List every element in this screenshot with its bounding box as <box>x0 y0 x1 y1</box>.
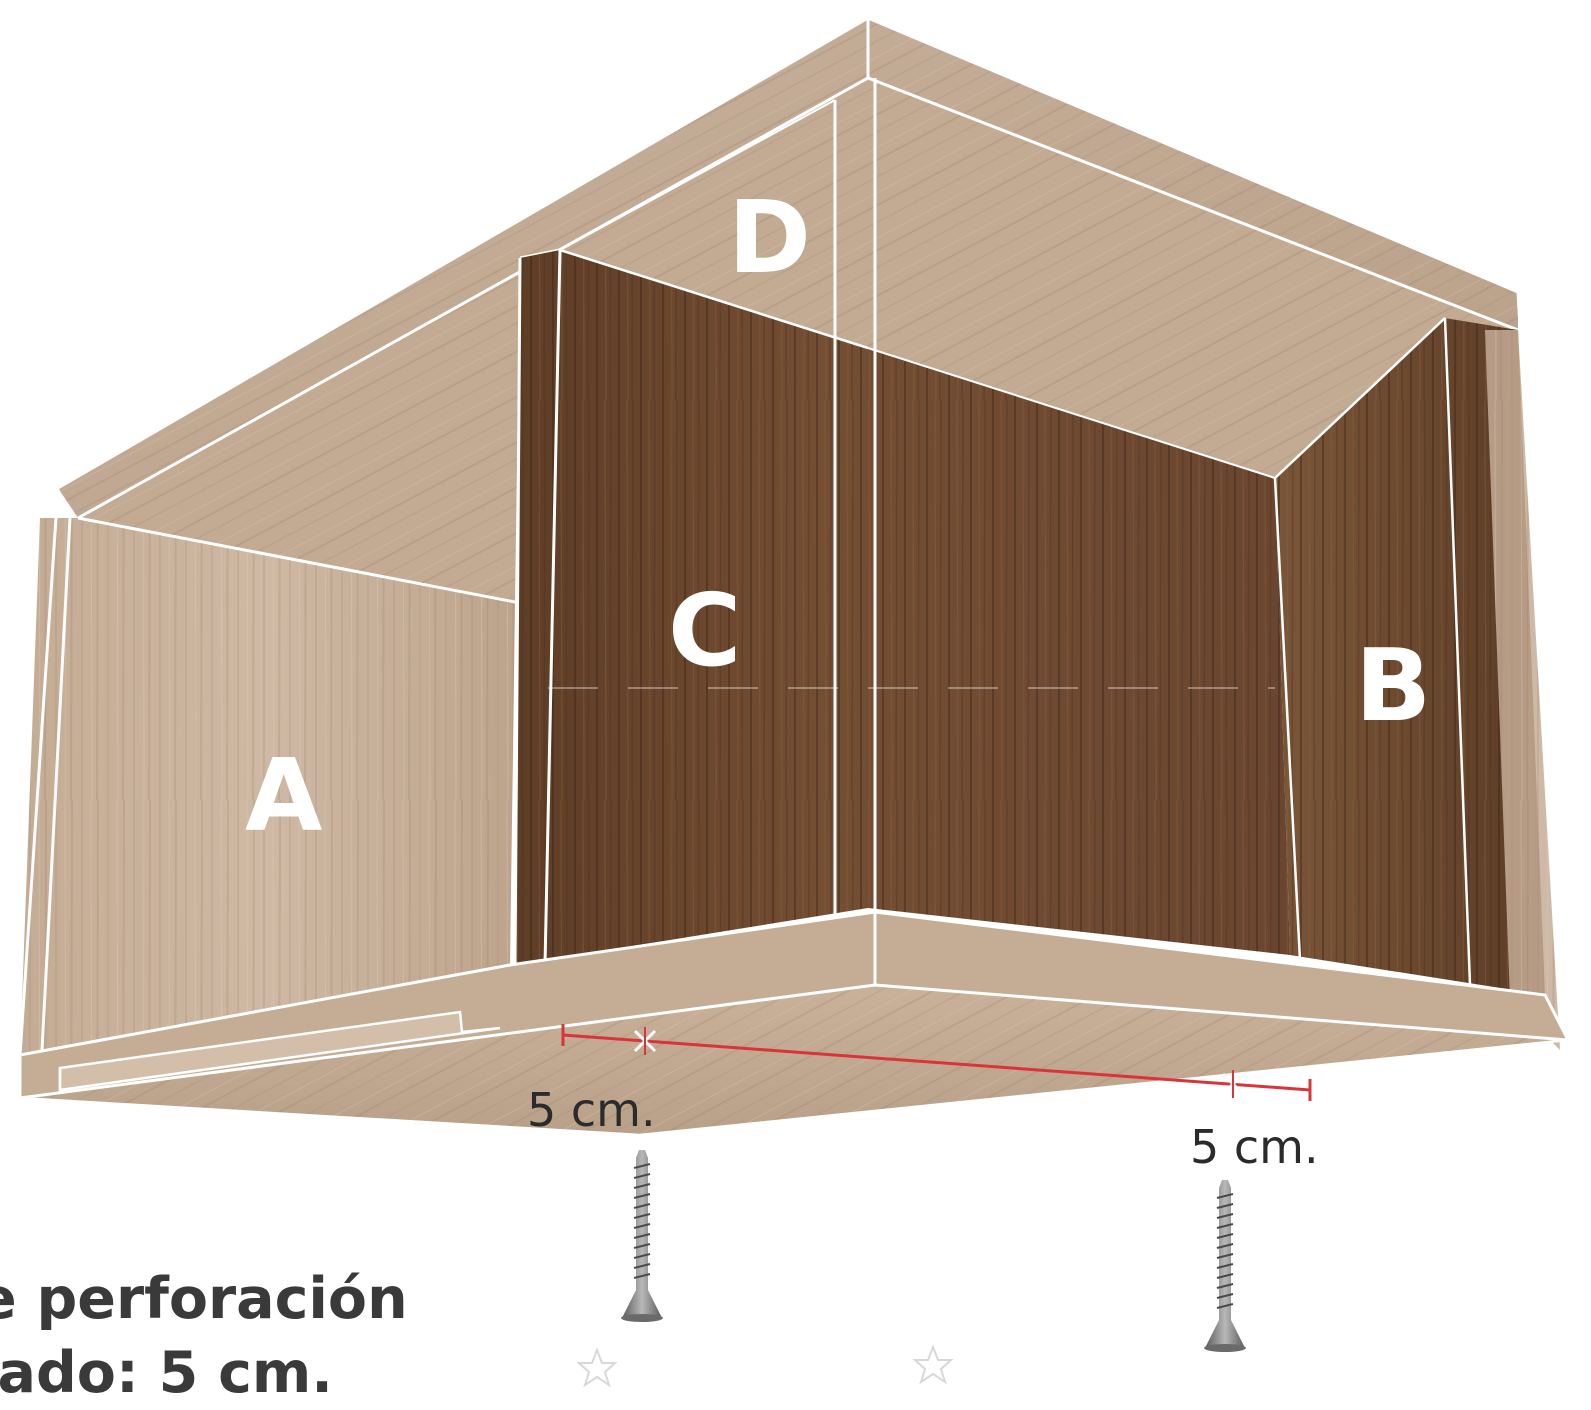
panel-bottom <box>18 910 1570 1137</box>
panel-label-a: A <box>245 737 322 854</box>
sparkle-icon <box>912 1344 954 1385</box>
measure-label-left: 5 cm. <box>527 1083 656 1137</box>
panel-b <box>1273 291 1562 1051</box>
measure-line <box>562 1033 1311 1092</box>
drilling-caption: e perforación lado: 5 cm. <box>0 1262 408 1410</box>
panel-label-d: D <box>728 179 811 296</box>
panel-c <box>513 78 1290 980</box>
drill-measurement: 5 cm. 5 cm. <box>527 1024 1319 1174</box>
wall-rail <box>58 1010 501 1092</box>
panel-d <box>57 16 1519 602</box>
screw-icon <box>1204 1180 1246 1352</box>
panel-a <box>18 487 516 1056</box>
panel-label-c: C <box>668 572 741 689</box>
screw-icon <box>621 1150 663 1322</box>
caption-line-1: e perforación <box>0 1266 408 1332</box>
drill-mark-left <box>633 1027 657 1055</box>
sparkle-icon <box>576 1347 618 1388</box>
panel-label-b: B <box>1355 627 1431 744</box>
drill-mark-right <box>1221 1070 1245 1098</box>
measure-label-right: 5 cm. <box>1190 1120 1319 1174</box>
caption-line-2: lado: 5 cm. <box>0 1340 333 1406</box>
